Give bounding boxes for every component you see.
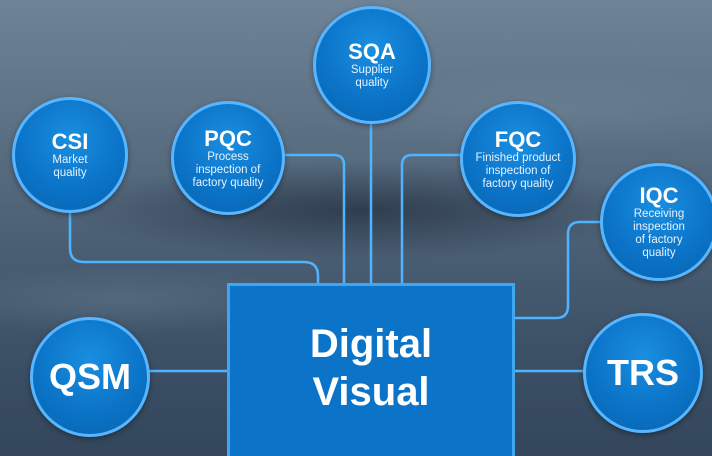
- node-csi: CSI Market quality: [12, 97, 128, 213]
- node-sqa-abbr: SQA: [348, 39, 396, 64]
- node-sqa: SQA Supplier quality: [313, 6, 431, 124]
- connector-csi: [68, 203, 320, 285]
- node-pqc-desc-1: Process: [207, 150, 249, 163]
- node-iqc-abbr: IQC: [639, 183, 679, 208]
- center-box: Digital Visual: [227, 283, 515, 456]
- center-title-line1: Digital: [309, 322, 433, 366]
- node-qsm-abbr: QSM: [48, 356, 131, 397]
- node-trs-abbr: TRS: [607, 352, 679, 393]
- node-iqc-desc-3: of factory: [635, 234, 683, 246]
- connector-pqc: [280, 153, 346, 285]
- node-pqc: PQC Process inspection of factory qualit…: [171, 101, 285, 215]
- node-pqc-desc-3: factory quality: [192, 176, 264, 189]
- node-csi-abbr: CSI: [51, 129, 89, 154]
- connector-fqc: [400, 153, 464, 285]
- node-fqc: FQC Finished product inspection of facto…: [460, 101, 576, 217]
- node-csi-desc-2: quality: [53, 167, 87, 179]
- center-title-line2: Visual: [312, 370, 430, 414]
- node-pqc-abbr: PQC: [204, 125, 252, 151]
- node-iqc-desc-2: inspection: [633, 221, 685, 233]
- node-csi-desc-1: Market: [52, 154, 88, 166]
- node-fqc-desc-2: inspection of: [485, 164, 551, 177]
- node-iqc: IQC Receiving inspection of factory qual…: [600, 163, 712, 281]
- node-fqc-abbr: FQC: [494, 126, 542, 152]
- node-iqc-desc-1: Receiving: [633, 208, 685, 220]
- node-iqc-desc-4: quality: [642, 247, 676, 259]
- node-sqa-desc-2: quality: [355, 77, 389, 89]
- node-trs: TRS: [583, 313, 703, 433]
- node-qsm: QSM: [30, 317, 150, 437]
- node-sqa-desc-1: Supplier: [350, 64, 394, 76]
- node-fqc-desc-3: factory quality: [482, 177, 554, 190]
- node-pqc-desc-2: inspection of: [195, 163, 261, 176]
- connector-iqc: [513, 220, 606, 320]
- node-fqc-desc-1: Finished product: [475, 151, 561, 164]
